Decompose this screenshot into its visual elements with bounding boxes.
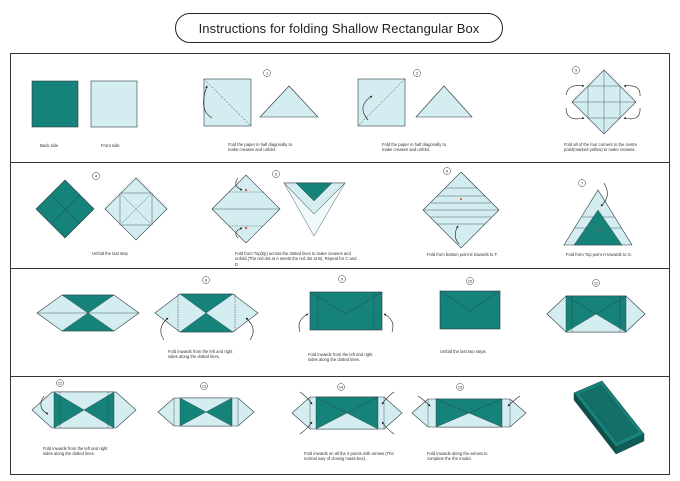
page-title: Instructions for folding Shallow Rectang… [198,20,480,36]
step-number-11: 11 [592,279,600,287]
step-9-caption: Fold inwards from the left and right sid… [308,352,373,363]
step-14-caption: Fold inwards on all the 4 points with ar… [304,451,394,462]
step-15-figure [411,395,527,428]
step-4-figure [35,177,168,241]
step-number-3: 3 [572,66,580,74]
step-8-figure [154,293,259,341]
step-7-caption: Fold from Top point H towards to G. [566,252,633,257]
front-side-square [90,80,138,128]
step-2-caption: Fold the paper in half diagonally to mak… [382,142,447,153]
svg-text:1: 1 [266,71,268,75]
step-10-caption: Unfold the last two steps [440,349,486,354]
svg-text:13: 13 [202,384,206,388]
svg-text:7: 7 [581,181,583,185]
step-number-13: 13 [200,382,208,390]
svg-text:6: 6 [446,169,448,173]
step-1-caption: Fold the paper in half diagonally to mak… [228,142,293,153]
step-1-figure [203,78,319,127]
step-15-caption: Fold inwards along the arrows to complet… [427,451,488,462]
svg-text:3: 3 [575,68,577,72]
step-5-caption: Fold from Top(tip) across the dotted lin… [235,251,357,267]
step-2-figure [357,78,473,127]
step-number-15: 15 [456,383,464,391]
step-number-5: 5 [272,170,280,178]
finished-box-figure [573,380,645,455]
step-number-12: 12 [56,379,64,387]
step-10-figure [439,290,501,330]
row-divider [10,162,670,163]
back-side-caption: Back side [40,143,59,148]
svg-text:5: 5 [275,172,277,176]
step-11-figure [546,295,646,333]
step-4-caption: Unfold the last step [92,251,128,256]
step-3-caption: Fold all of the four corners to the cent… [564,142,638,153]
step-14-figure [291,391,403,435]
step-3-figure [565,69,641,135]
svg-text:10: 10 [468,279,472,283]
step-number-10: 10 [466,277,474,285]
step-6-figure [422,171,500,249]
step-number-4: 4 [92,172,100,180]
svg-text:12: 12 [58,381,62,385]
step-8-caption: Fold inwards from the left and right sid… [168,349,233,360]
back-side-square [31,80,79,128]
svg-text:11: 11 [594,281,598,285]
step-number-14: 14 [337,383,345,391]
step-13-figure [157,397,255,427]
svg-text:9: 9 [341,277,343,281]
step-number-1: 1 [263,69,271,77]
svg-text:14: 14 [339,385,343,389]
step-number-9: 9 [338,275,346,283]
step-number-7: 7 [578,179,586,187]
title-box: Instructions for folding Shallow Rectang… [175,13,503,43]
step-number-6: 6 [443,167,451,175]
row-divider [10,268,670,269]
step-7-figure [563,182,633,246]
diagram-frame [10,53,670,475]
step-number-2: 2 [413,69,421,77]
svg-text:8: 8 [205,278,207,282]
step-5-figure [211,174,346,244]
step-6-caption: Fold from bottom point E towards to F. [427,252,498,257]
front-side-caption: Front side [101,143,120,148]
step-9-figure [298,291,394,333]
step-number-8: 8 [202,276,210,284]
svg-text:2: 2 [416,71,418,75]
step-12-caption: Fold inwards from the left and right sid… [43,446,108,457]
step-12-figure [31,391,137,429]
svg-text:15: 15 [458,385,462,389]
row3-start-figure [36,294,140,332]
row-divider [10,376,670,377]
svg-text:4: 4 [95,174,97,178]
